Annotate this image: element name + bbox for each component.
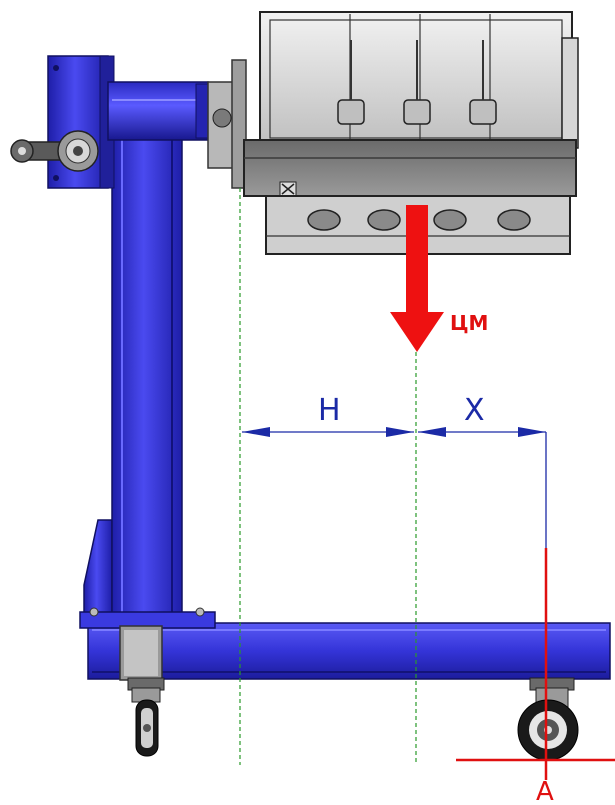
vertical-column <box>111 109 183 626</box>
guide-lines <box>239 188 417 765</box>
point-a-label: A <box>536 777 554 805</box>
dimension-h-label: H <box>318 393 341 428</box>
gusset-plate <box>83 519 113 626</box>
center-of-mass-label: ЦМ <box>450 311 488 335</box>
bearing-caps <box>337 40 497 125</box>
crank-handle <box>10 130 99 172</box>
dimension-x-label: X <box>464 393 485 428</box>
center-of-mass-arrow <box>390 205 444 352</box>
horizontal-arm <box>107 81 209 141</box>
tipping-point-marker <box>456 548 615 780</box>
left-caster <box>127 677 165 757</box>
engine-block <box>207 11 579 255</box>
right-caster <box>517 677 579 761</box>
base-beam <box>87 622 611 680</box>
crank-journals <box>307 209 531 231</box>
dimension-lines <box>242 427 547 548</box>
column-head <box>47 55 109 189</box>
